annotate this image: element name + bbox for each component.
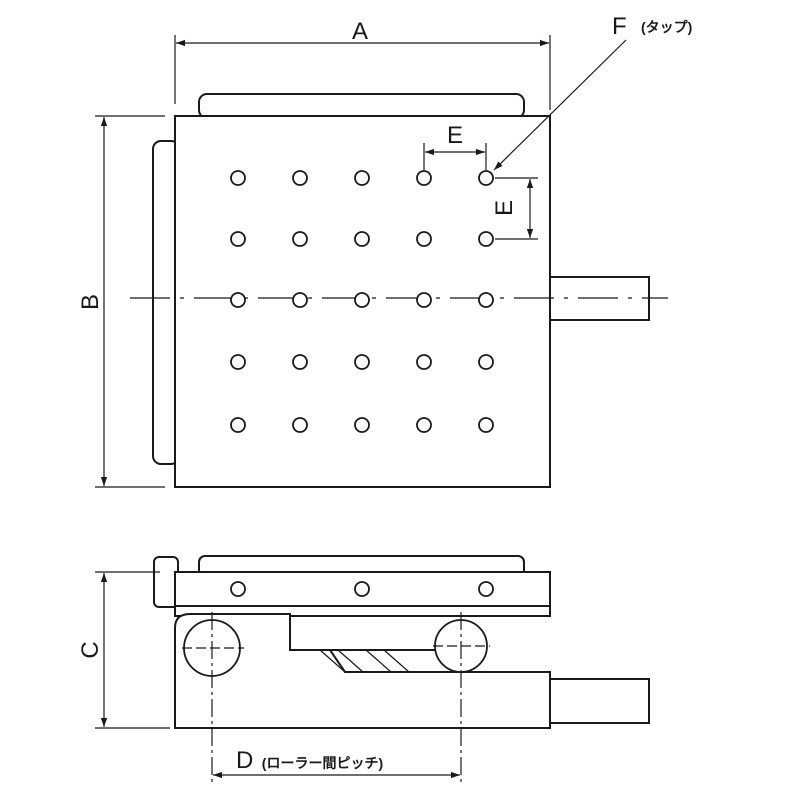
tap-hole (416, 354, 432, 370)
label-d-note: (ローラー間ピッチ) (262, 755, 383, 771)
side-lower-body (174, 613, 551, 729)
dimension-e-horizontal: E (423, 122, 487, 170)
side-tap-hole (230, 581, 246, 597)
side-view (153, 555, 650, 729)
tap-hole (292, 170, 308, 186)
side-hole-row (230, 581, 494, 597)
label-e-horizontal: E (447, 122, 463, 149)
tap-hole (292, 292, 308, 308)
tap-hole (292, 417, 308, 433)
tap-hole (416, 231, 432, 247)
dimension-d: D (ローラー間ピッチ) (211, 612, 462, 783)
tap-hole (354, 292, 370, 308)
label-d: D (ローラー間ピッチ) (236, 747, 383, 774)
tap-hole (354, 231, 370, 247)
tap-hole (478, 417, 494, 433)
top-view (130, 93, 668, 488)
dimension-e-vertical: E (491, 177, 538, 240)
label-e-vertical: E (491, 200, 518, 216)
tap-hole (230, 417, 246, 433)
tap-hole (354, 354, 370, 370)
tap-hole (292, 231, 308, 247)
tap-hole (478, 292, 494, 308)
leader-f: F (タップ) (493, 13, 692, 171)
tap-hole (230, 354, 246, 370)
tap-hole (230, 292, 246, 308)
dimension-a: A (174, 18, 551, 110)
tap-hole (416, 170, 432, 186)
tap-hole (416, 417, 432, 433)
tap-hole (292, 354, 308, 370)
label-d-letter: D (236, 747, 253, 774)
tap-hole (354, 417, 370, 433)
label-f-note: (タップ) (641, 19, 692, 35)
tap-hole (478, 231, 494, 247)
top-rail (198, 93, 525, 119)
handle-shaft-side (549, 678, 650, 724)
label-b: B (77, 294, 104, 310)
label-c: C (77, 641, 104, 658)
side-guide-strip (174, 605, 551, 617)
tap-hole (478, 170, 494, 186)
tap-hole (416, 292, 432, 308)
dimension-c: C (77, 571, 170, 729)
screw-hatch (319, 649, 410, 673)
dimension-b: B (77, 115, 165, 488)
label-a: A (352, 18, 368, 45)
tap-hole (230, 231, 246, 247)
side-tap-hole (354, 581, 370, 597)
side-tap-hole (478, 581, 494, 597)
label-f: F (612, 13, 627, 40)
tap-hole (478, 354, 494, 370)
tap-hole (230, 170, 246, 186)
hole-grid (230, 170, 494, 433)
tap-hole (354, 170, 370, 186)
